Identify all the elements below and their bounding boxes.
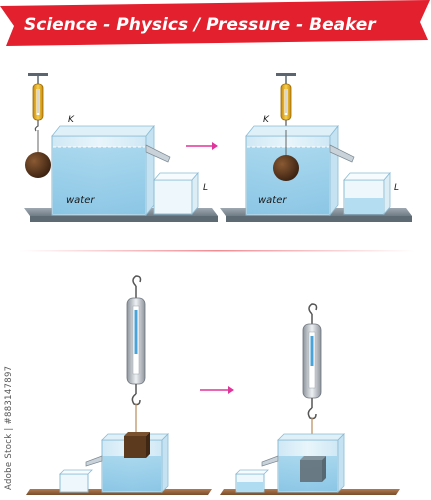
- label-k: K: [68, 115, 75, 125]
- spring-balance-icon: [280, 83, 292, 121]
- top-right-panel: K water L: [220, 73, 412, 222]
- label-l: L: [203, 183, 208, 193]
- banner-title: Science - Physics / Pressure - Beaker: [24, 15, 377, 35]
- title-banner: Science - Physics / Pressure - Beaker: [0, 0, 430, 46]
- water-tank: water: [245, 124, 355, 217]
- overflow-beaker: [235, 469, 269, 493]
- cube-icon: [300, 456, 326, 482]
- spring-balance-icon: [32, 83, 44, 121]
- arrow-right-icon: [200, 386, 234, 394]
- table-edge: [30, 216, 218, 222]
- water-label: water: [258, 195, 287, 206]
- label-l: L: [394, 183, 399, 193]
- overflow-beaker: [59, 469, 93, 493]
- section-divider: [20, 250, 415, 252]
- watermark: Adobe Stock | #883147897: [4, 300, 16, 490]
- ball-icon: [273, 155, 299, 181]
- bottom-left-panel: [26, 275, 212, 495]
- table-edge: [226, 216, 412, 222]
- hanger-bar: [28, 73, 48, 76]
- hanger-bar: [276, 73, 296, 76]
- arrow-right-icon: [186, 142, 218, 150]
- top-left-panel: K water L: [24, 73, 218, 222]
- overflow-beaker: [153, 171, 199, 216]
- ball-icon: [25, 152, 51, 178]
- water-tank: water: [51, 124, 171, 217]
- label-k: K: [263, 115, 270, 125]
- overflow-beaker: [343, 171, 391, 216]
- spring-balance-icon: [302, 323, 322, 399]
- bottom-right-panel: [220, 303, 400, 495]
- cube-icon: [124, 432, 150, 458]
- watermark-text: Adobe Stock | #883147897: [4, 365, 14, 490]
- spring-balance-icon: [126, 297, 146, 385]
- water-label: water: [66, 195, 95, 206]
